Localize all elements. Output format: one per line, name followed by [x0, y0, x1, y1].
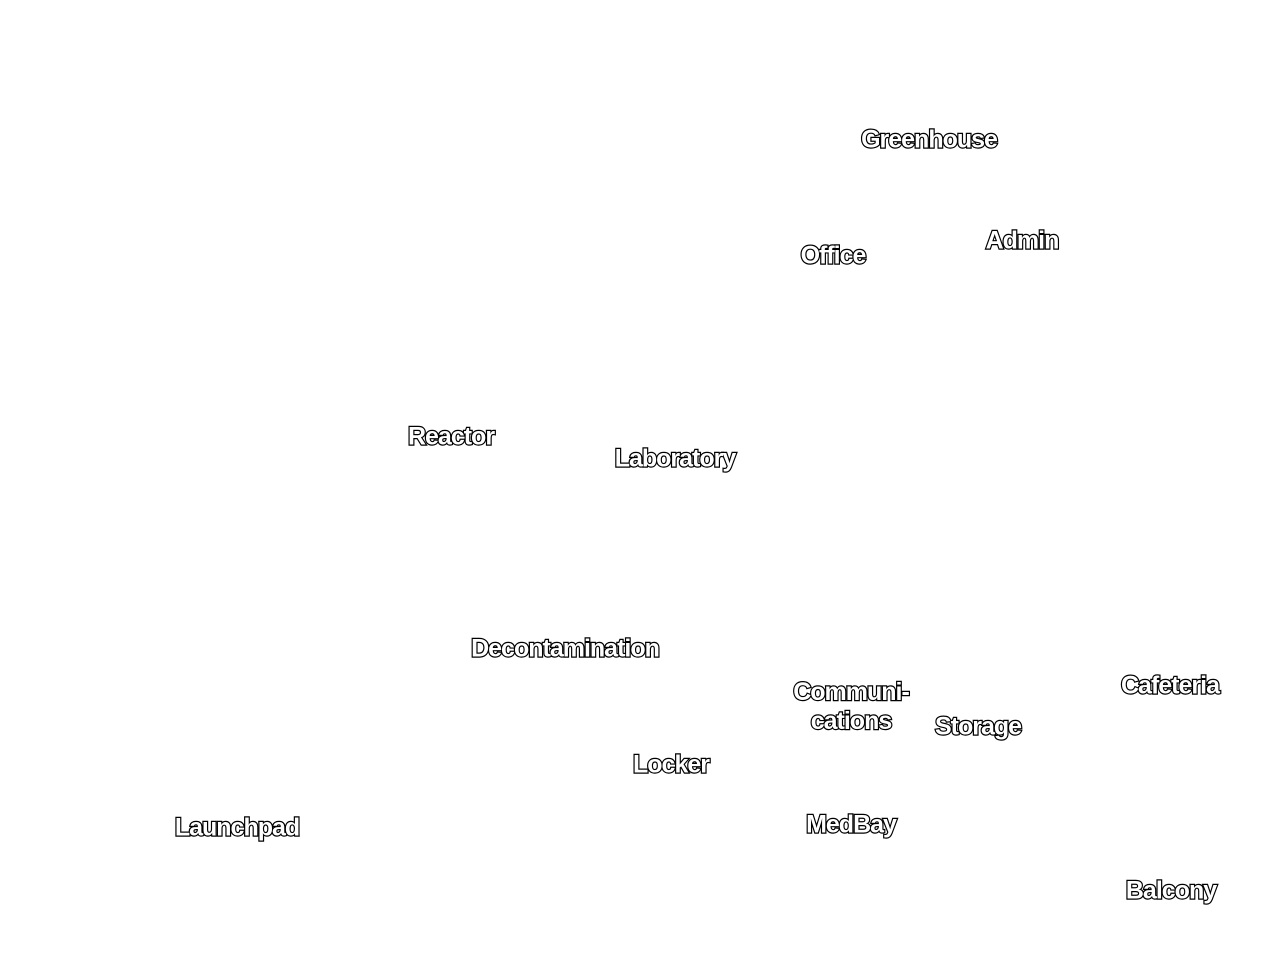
room-label-locker[interactable]: Locker: [632, 749, 711, 779]
room-label-greenhouse[interactable]: Greenhouse: [860, 124, 999, 154]
room-label-communications-line2: cations: [810, 706, 894, 736]
room-label-launchpad[interactable]: Launchpad: [174, 812, 302, 842]
room-label-reactor[interactable]: Reactor: [407, 421, 496, 451]
room-label-admin[interactable]: Admin: [984, 225, 1060, 255]
room-label-communications-line1: Communi-: [792, 677, 911, 707]
room-label-laboratory[interactable]: Laboratory: [614, 443, 738, 473]
room-label-office[interactable]: Office: [799, 240, 867, 270]
room-label-cafeteria[interactable]: Cafeteria: [1120, 670, 1221, 700]
room-label-medbay[interactable]: MedBay: [805, 809, 898, 839]
room-label-communications[interactable]: Communi- cations: [792, 677, 911, 736]
room-label-storage[interactable]: Storage: [934, 711, 1023, 741]
room-label-balcony[interactable]: Balcony: [1125, 875, 1219, 905]
room-label-decontamination[interactable]: Decontamination: [470, 633, 661, 663]
